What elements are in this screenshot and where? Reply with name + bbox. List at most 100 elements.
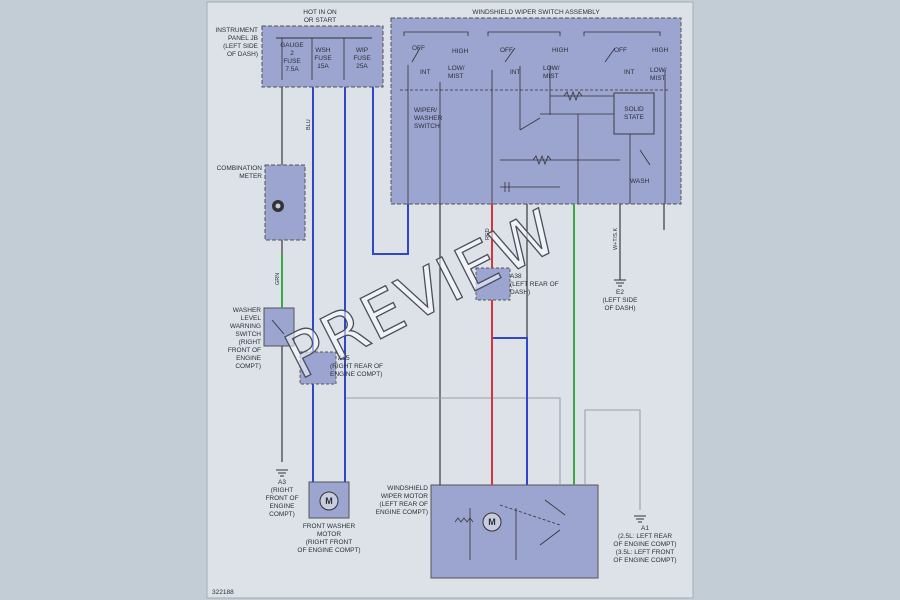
svg-text:(LEFT SIDE: (LEFT SIDE: [223, 43, 259, 50]
svg-text:(RIGHT: (RIGHT: [271, 487, 293, 494]
svg-text:SOLID: SOLID: [624, 106, 644, 113]
svg-text:OF DASH): OF DASH): [227, 51, 258, 58]
svg-text:ENGINE COMPT): ENGINE COMPT): [330, 371, 382, 378]
svg-text:(LEFT REAR OF: (LEFT REAR OF: [379, 501, 428, 508]
svg-text:INT: INT: [420, 69, 431, 76]
front-washer-motor-symbol: [319, 491, 339, 511]
svg-text:A38: A38: [510, 273, 522, 280]
svg-text:MOTOR: MOTOR: [317, 531, 341, 538]
svg-text:FUSE: FUSE: [283, 58, 301, 65]
svg-text:PANEL JB: PANEL JB: [228, 35, 258, 42]
svg-text:A1: A1: [641, 525, 649, 532]
svg-text:25A: 25A: [356, 63, 368, 70]
warning-switch-contact: [271, 319, 285, 335]
svg-text:15A: 15A: [317, 63, 329, 70]
solid-state-label: SOLID STATE: [624, 106, 645, 121]
svg-text:WARNING: WARNING: [230, 323, 261, 330]
solid-state-box: [613, 92, 655, 135]
wiper-switch-internals: [400, 31, 670, 204]
wires-blue: [312, 87, 528, 485]
switch-assembly-title: WINDSHIELD WIPER SWITCH ASSEMBLY: [472, 9, 600, 16]
wire-label-wts: W+T/S.K: [613, 228, 619, 250]
svg-text:2: 2: [290, 50, 294, 57]
wires-green: [281, 204, 575, 485]
wash-label: WASH: [630, 178, 650, 185]
svg-text:SWITCH: SWITCH: [414, 123, 440, 130]
wire-label-red: RED: [485, 228, 491, 240]
ground-a3-label: A3 (RIGHT FRONT OF ENGINE COMPT): [265, 479, 298, 518]
svg-text:HIGH: HIGH: [452, 48, 469, 55]
meter-lamp-icon: [272, 200, 284, 212]
wire-label-blu: BLU: [306, 119, 312, 130]
svg-text:ENGINE: ENGINE: [270, 503, 296, 510]
svg-text:HIGH: HIGH: [652, 47, 669, 54]
ground-a1-label: A1 (2.5L: LEFT REAR OF ENGINE COMPT) (3.…: [613, 525, 676, 564]
switch-position-labels: OFF HIGH INT LOW/ MIST OFF HIGH INT LOW/…: [412, 45, 669, 82]
svg-text:FRONT OF: FRONT OF: [265, 495, 298, 502]
svg-text:WSH: WSH: [315, 47, 330, 54]
svg-text:LOW/: LOW/: [650, 67, 667, 74]
connector-a38-block: [475, 267, 511, 301]
wiper-motor-m: M: [488, 517, 496, 527]
svg-text:COMPT): COMPT): [235, 363, 261, 370]
svg-text:WIPER MOTOR: WIPER MOTOR: [381, 493, 428, 500]
svg-text:(RIGHT FRONT: (RIGHT FRONT: [306, 539, 352, 546]
svg-text:LOW/: LOW/: [543, 65, 560, 72]
svg-text:DASH): DASH): [510, 289, 530, 296]
front-washer-motor-box: [308, 481, 350, 519]
svg-text:(RIGHT: (RIGHT: [239, 339, 261, 346]
svg-text:OFF: OFF: [614, 47, 627, 54]
svg-text:INT: INT: [624, 69, 635, 76]
wire-label-grn: GRN: [275, 273, 281, 285]
svg-text:OF ENGINE COMPT): OF ENGINE COMPT): [613, 557, 676, 564]
svg-text:WIPER/: WIPER/: [414, 107, 437, 114]
svg-text:WIP: WIP: [356, 47, 368, 54]
svg-text:GAUGE: GAUGE: [280, 42, 304, 49]
svg-text:(3.5L: LEFT FRONT: (3.5L: LEFT FRONT: [616, 549, 674, 556]
svg-text:E2: E2: [616, 289, 624, 296]
svg-text:ENGINE: ENGINE: [236, 355, 262, 362]
power-header-line-1: HOT IN ON: [303, 9, 337, 16]
fuse-wsh-label: WSH FUSE 15A: [314, 47, 332, 70]
svg-text:WINDSHIELD: WINDSHIELD: [387, 485, 428, 492]
svg-text:FUSE: FUSE: [314, 55, 332, 62]
svg-text:OF ENGINE COMPT): OF ENGINE COMPT): [297, 547, 360, 554]
svg-text:INT: INT: [510, 69, 521, 76]
figure-id: 322188: [212, 589, 234, 596]
front-washer-motor-label: FRONT WASHER MOTOR (RIGHT FRONT OF ENGIN…: [297, 523, 360, 554]
connector-a38-label: A38 (LEFT REAR OF DASH): [510, 273, 559, 296]
svg-text:SWITCH: SWITCH: [235, 331, 261, 338]
svg-text:INSTRUMENT: INSTRUMENT: [215, 27, 258, 34]
washer-warning-switch-box: [263, 307, 295, 347]
svg-text:A3: A3: [278, 479, 286, 486]
washer-motor-m: M: [325, 496, 333, 506]
svg-text:ENGINE COMPT): ENGINE COMPT): [376, 509, 428, 516]
svg-text:MIST: MIST: [543, 73, 559, 80]
windshield-wiper-motor-label: WINDSHIELD WIPER MOTOR (LEFT REAR OF ENG…: [376, 485, 429, 516]
wiper-washer-switch-label: WIPER/ WASHER SWITCH: [414, 107, 443, 130]
svg-text:OF DASH): OF DASH): [604, 305, 635, 312]
power-header-line-2: OR START: [304, 17, 336, 24]
svg-text:(LEFT REAR OF: (LEFT REAR OF: [510, 281, 559, 288]
svg-text:A35: A35: [338, 355, 350, 362]
svg-text:(LEFT SIDE: (LEFT SIDE: [603, 297, 639, 304]
wiper-motor-symbol: [482, 512, 502, 532]
windshield-wiper-motor-box: [430, 484, 599, 579]
washer-warning-switch-label: WASHER LEVEL WARNING SWITCH (RIGHT FRONT…: [228, 307, 262, 370]
fuse-gauge-label: GAUGE 2 FUSE 7.5A: [280, 42, 304, 73]
svg-text:METER: METER: [239, 173, 262, 180]
connector-a35-block: [299, 351, 337, 385]
connector-a35-label: A35 (RIGHT REAR OF ENGINE COMPT): [330, 355, 383, 378]
svg-text:FRONT WASHER: FRONT WASHER: [303, 523, 356, 530]
svg-text:LOW/: LOW/: [448, 65, 465, 72]
svg-text:STATE: STATE: [624, 114, 645, 121]
combination-meter-label: COMBINATION METER: [217, 165, 263, 180]
svg-text:OF ENGINE COMPT): OF ENGINE COMPT): [613, 541, 676, 548]
svg-text:(RIGHT REAR OF: (RIGHT REAR OF: [330, 363, 383, 370]
ground-e2-label: E2 (LEFT SIDE OF DASH): [603, 289, 639, 312]
svg-text:MIST: MIST: [650, 75, 666, 82]
svg-text:WASHER: WASHER: [414, 115, 443, 122]
svg-text:HIGH: HIGH: [552, 47, 569, 54]
